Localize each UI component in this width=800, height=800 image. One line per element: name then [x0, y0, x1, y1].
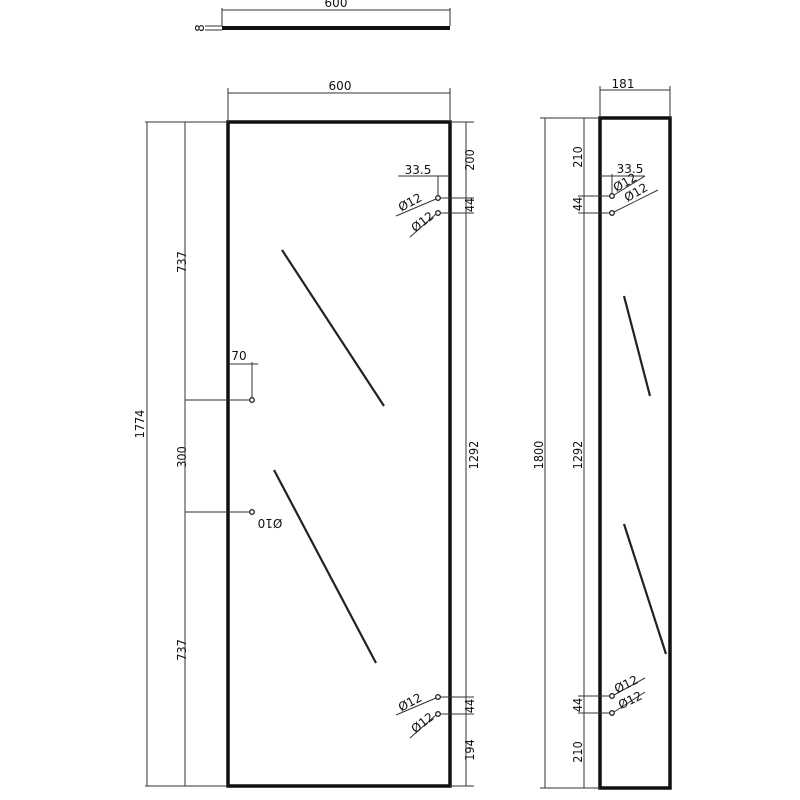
side-view-bottom-offset-label: 210: [570, 741, 585, 762]
hinge-hole-top-2: [435, 210, 441, 216]
side-hinge-hole-bottom-1: [609, 693, 615, 699]
front-view-handle-offset-label: 70: [231, 349, 246, 363]
top-view-panel: [222, 26, 450, 30]
front-view-hole-label: Ø12: [396, 190, 424, 214]
side-glass-reflection-line-upper: [622, 295, 652, 397]
front-view: 600 1774 737 300 737 70 Ø10 200 44: [132, 79, 481, 788]
front-view-panel: [226, 120, 452, 788]
handle-hole-upper: [249, 397, 255, 403]
front-view-upper-segment-label: 737: [174, 251, 189, 272]
side-view-panel: [598, 116, 672, 790]
front-view-handle-hole-label: Ø10: [258, 516, 283, 530]
side-view-hinge-edge-offset-label: 33.5: [617, 162, 644, 176]
front-view-hole-label: Ø12: [396, 690, 424, 714]
glass-reflection-line-lower: [273, 469, 377, 664]
hinge-hole-bottom-2: [435, 711, 441, 717]
side-view-total-height-label: 1800: [531, 441, 546, 470]
front-view-hinge-spacing-top-label: 44: [462, 198, 477, 212]
side-view-hinge-spacing-top-label: 44: [570, 197, 585, 211]
front-view-hole-label: Ø12: [408, 209, 436, 235]
side-hinge-hole-top-2: [609, 210, 615, 216]
hinge-hole-top-1: [435, 195, 441, 201]
side-glass-reflection-line-lower: [622, 523, 668, 655]
hinge-hole-bottom-1: [435, 694, 441, 700]
side-view-top-offset-label: 210: [570, 146, 585, 167]
side-view-hinge-span-label: 1292: [570, 441, 585, 470]
side-view-hinge-spacing-bottom-label: 44: [570, 698, 585, 712]
front-view-hinge-edge-offset-label: 33.5: [405, 163, 432, 177]
glass-reflection-line-upper: [281, 249, 385, 407]
front-view-lower-segment-label: 737: [174, 639, 189, 660]
front-view-bottom-offset-label: 194: [462, 739, 477, 760]
front-view-width-label: 600: [329, 79, 352, 93]
front-view-hinge-span-label: 1292: [466, 441, 481, 470]
side-view-depth-label: 181: [612, 77, 635, 91]
side-hinge-hole-top-1: [609, 193, 615, 199]
side-hinge-hole-bottom-2: [609, 710, 615, 716]
top-view-thickness-label: 8: [193, 24, 207, 32]
front-view-hole-label: Ø12: [408, 710, 436, 736]
front-view-total-height-label: 1774: [132, 410, 147, 439]
side-view: 181 1800 210 44 1292 44 210 33.5 Ø12 Ø12: [531, 77, 672, 790]
handle-hole-lower: [249, 509, 255, 515]
front-view-middle-segment-label: 300: [174, 446, 189, 467]
front-view-top-offset-label: 200: [462, 149, 477, 170]
top-view-width-label: 600: [325, 0, 348, 10]
top-view: 600 8: [193, 0, 451, 32]
front-view-hinge-spacing-bottom-label: 44: [462, 699, 477, 713]
